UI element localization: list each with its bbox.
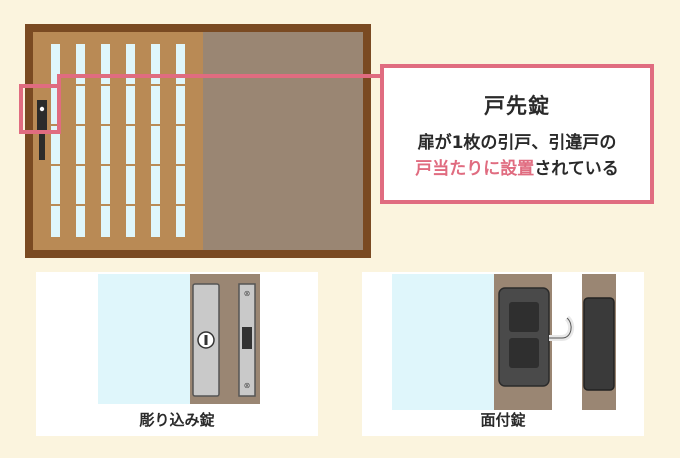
mortise-lock-panel: ⊗ ⊗ 彫り込み錠 (36, 272, 318, 436)
sliding-door-illustration (25, 24, 371, 258)
door-crossbars (45, 84, 191, 206)
door-panel (33, 32, 203, 250)
svg-text:⊗: ⊗ (244, 289, 251, 298)
callout-highlight-text: 戸当たりに設置 (415, 159, 535, 179)
strike-box (583, 297, 615, 391)
mortise-lock-faceplate (192, 283, 220, 397)
callout-box: 戸先錠 扉が1枚の引戸、引違戸の 戸当たりに設置されている (380, 64, 654, 204)
surface-lock-body (498, 287, 550, 387)
callout-description-line1: 扉が1枚の引戸、引違戸の (417, 133, 617, 153)
callout-description-line2: 戸当たりに設置されている (384, 154, 650, 179)
callout-rest-text: されている (534, 159, 619, 179)
strike-plate: ⊗ ⊗ (238, 283, 256, 397)
glass-area (98, 274, 190, 404)
surface-lock-illustration (392, 274, 616, 410)
callout-leader-line (57, 74, 384, 86)
surface-lock-panel: 面付錠 (362, 272, 644, 436)
lock-highlight-box (19, 84, 61, 134)
mortise-lock-caption: 彫り込み錠 (139, 411, 215, 429)
callout-title: 戸先錠 (484, 94, 550, 118)
surface-lock-caption: 面付錠 (480, 411, 526, 429)
door-lock (37, 100, 47, 160)
door-glass-strips (51, 44, 185, 237)
glass-area (392, 274, 494, 410)
wall-panel (203, 32, 363, 250)
svg-text:⊗: ⊗ (244, 381, 251, 390)
mortise-lock-illustration: ⊗ ⊗ (98, 274, 260, 404)
latch-hook (549, 315, 575, 341)
